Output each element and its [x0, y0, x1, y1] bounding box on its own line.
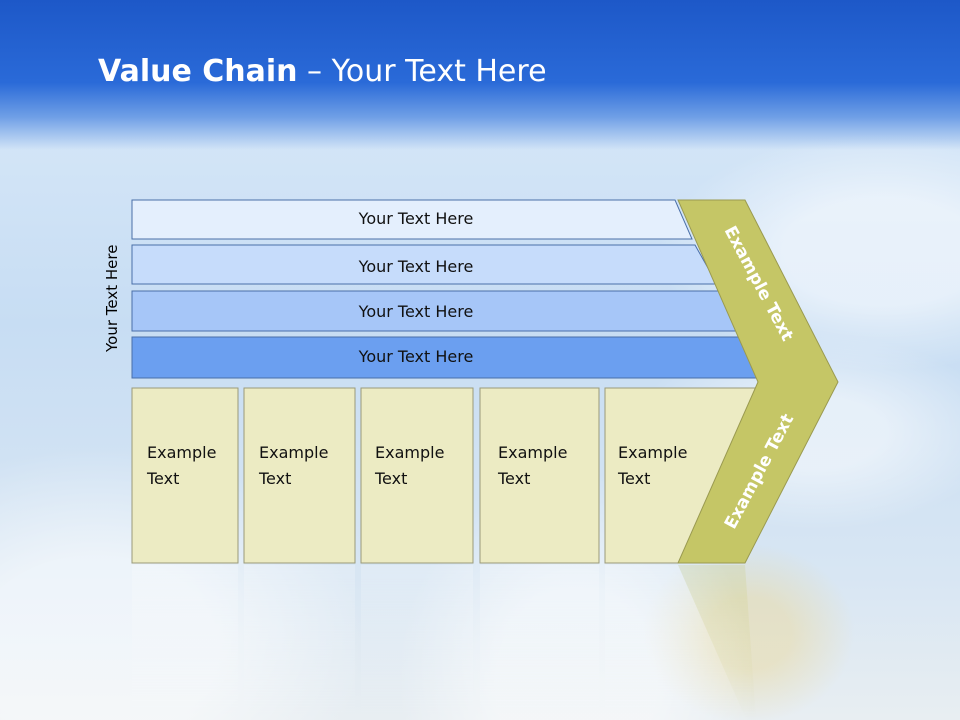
bar-1[interactable] [131, 199, 693, 240]
bar-1-label: Your Text Here [358, 209, 474, 228]
chevron-arrow[interactable] [677, 199, 839, 564]
title-rest: – Your Text Here [297, 54, 547, 89]
slide-title: Value Chain – Your Text Here [98, 54, 547, 89]
box-4[interactable] [479, 387, 600, 564]
box-1[interactable] [131, 387, 239, 564]
bar-3-label: Your Text Here [358, 302, 474, 321]
chevron-group: Example Text Example Text [677, 199, 839, 564]
bars-group: Your Text Here Your Text Here Your Text … [131, 199, 765, 379]
box-2[interactable] [243, 387, 356, 564]
box-3[interactable] [360, 387, 474, 564]
diagram-reflection [132, 565, 757, 720]
bar-4-label: Your Text Here [358, 347, 474, 366]
title-bold: Value Chain [98, 54, 298, 89]
bar-2-label: Your Text Here [358, 257, 474, 276]
title-banner [0, 0, 960, 150]
